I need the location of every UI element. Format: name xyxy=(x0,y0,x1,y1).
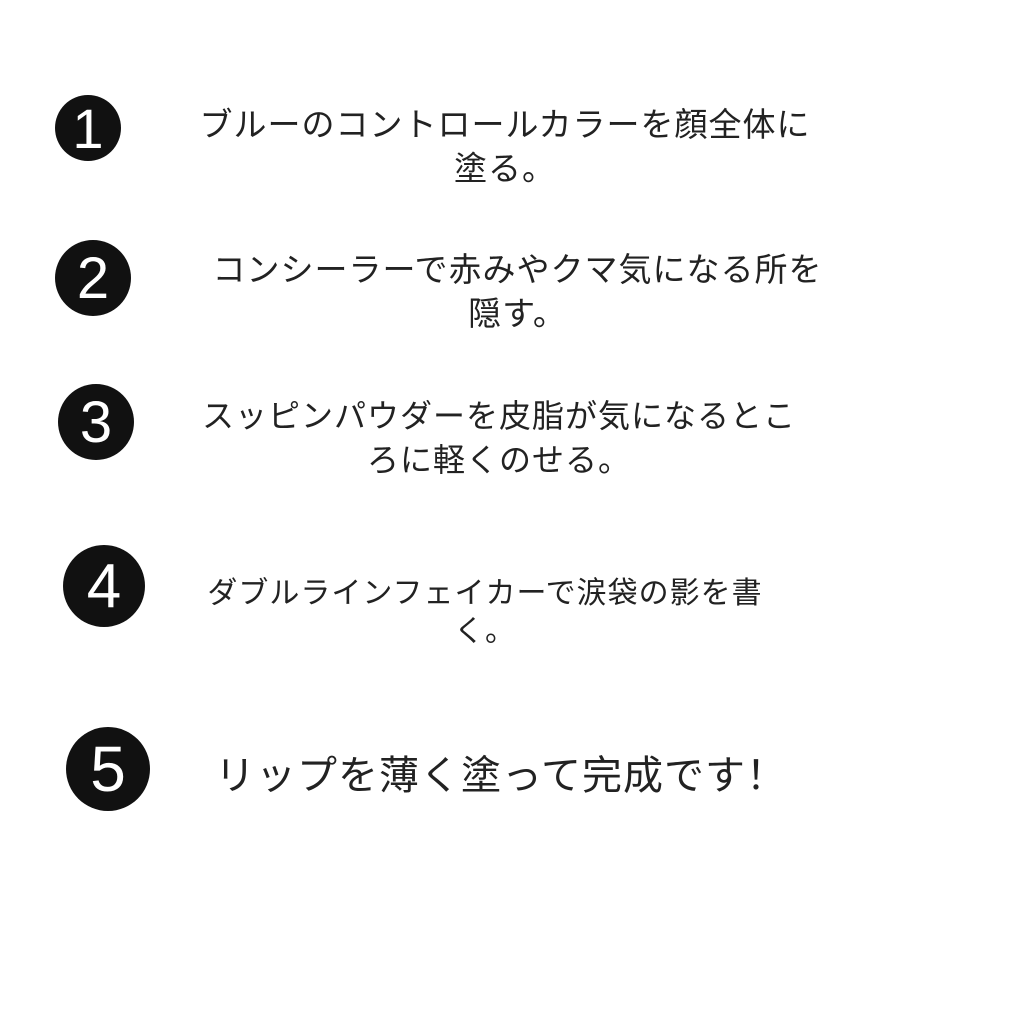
step-5-line-1: リップを薄く塗って完成です！ xyxy=(215,753,787,799)
step-3-line-1: スッピンパウダーを皮脂が気になるとこ xyxy=(201,397,796,435)
step-2-line-1: コンシーラーで赤みやクマ気になる所を xyxy=(212,250,823,289)
step-3-line-2: ろに軽くのせる。 xyxy=(366,441,631,479)
step-instruction-2: コンシーラーで赤みやクマ気になる所を 隠す。 xyxy=(170,248,865,336)
step-instruction-4: ダブルラインフェイカーで涙袋の影を書 く。 xyxy=(160,575,810,651)
step-instruction-1: ブルーのコントロールカラーを顔全体に 塗る。 xyxy=(150,103,860,191)
step-number-1: 1 xyxy=(72,96,104,160)
step-1-line-1: ブルーのコントロールカラーを顔全体に xyxy=(199,105,811,144)
step-number-badge-2: 2 xyxy=(55,240,131,316)
step-instruction-3: スッピンパウダーを皮脂が気になるとこ ろに軽くのせる。 xyxy=(165,394,833,482)
step-2-line-2: 隠す。 xyxy=(468,294,567,333)
step-instruction-5: リップを薄く塗って完成です！ xyxy=(215,750,895,802)
step-number-badge-4: 4 xyxy=(63,545,145,627)
step-1-line-2: 塗る。 xyxy=(454,149,556,188)
step-number-5: 5 xyxy=(90,733,126,805)
step-number-badge-5: 5 xyxy=(66,727,150,811)
step-4-line-1: ダブルラインフェイカーで涙袋の影を書 xyxy=(207,576,763,611)
step-number-badge-3: 3 xyxy=(58,384,134,460)
step-4-line-2: く。 xyxy=(454,614,516,649)
step-number-2: 2 xyxy=(76,245,110,311)
step-number-4: 4 xyxy=(86,551,122,621)
step-number-3: 3 xyxy=(79,389,113,455)
step-number-badge-1: 1 xyxy=(55,95,121,161)
